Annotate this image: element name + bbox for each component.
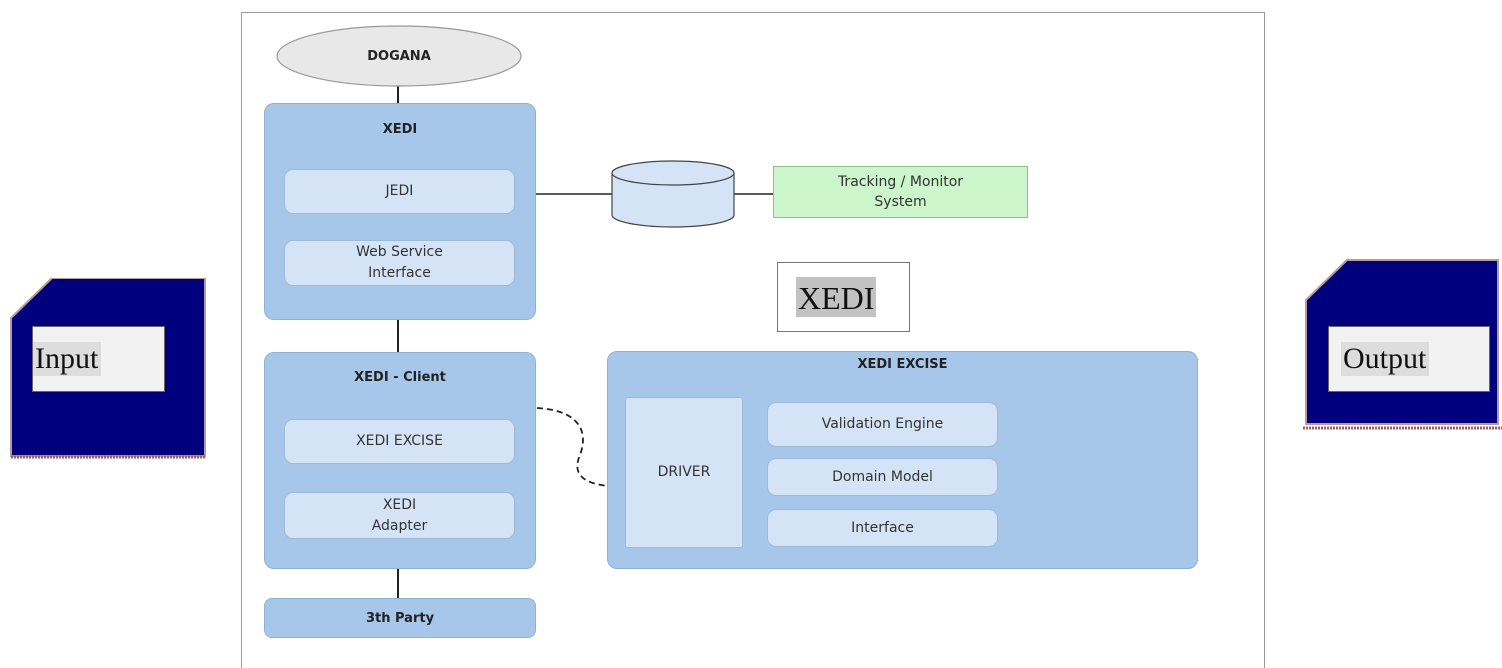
xedi-adapter-box: XEDI Adapter bbox=[284, 492, 515, 539]
xedi-excise-module-title: XEDI EXCISE bbox=[857, 356, 948, 372]
xedi-adapter-line-2: Adapter bbox=[371, 517, 428, 534]
xedi-client-title: XEDI - Client bbox=[354, 369, 446, 385]
input-card: Input bbox=[8, 278, 206, 459]
dogana-label: DOGANA bbox=[367, 48, 431, 64]
tracking-monitor-box: Tracking / Monitor System bbox=[773, 166, 1028, 218]
xedi-adapter-line-1: XEDI bbox=[382, 496, 417, 513]
database-cylinder-1 bbox=[611, 160, 735, 228]
output-label: Output bbox=[1328, 326, 1490, 392]
driver-box: DRIVER bbox=[625, 397, 743, 548]
web-service-line-1: Web Service bbox=[356, 244, 443, 260]
web-service-box: Web Service Interface bbox=[284, 240, 515, 286]
input-label: Input bbox=[32, 326, 165, 392]
web-service-line-2: Interface bbox=[368, 265, 431, 281]
tracking-line-1: Tracking / Monitor bbox=[837, 174, 964, 190]
xedi-excise-item-box: XEDI EXCISE bbox=[284, 419, 515, 464]
third-party-box: 3th Party bbox=[264, 598, 536, 638]
interface-box: Interface bbox=[767, 509, 998, 547]
dogana-ellipse bbox=[276, 25, 522, 87]
validation-engine-box: Validation Engine bbox=[767, 402, 998, 447]
jedi-box: JEDI bbox=[284, 169, 515, 214]
domain-model-box: Domain Model bbox=[767, 458, 998, 496]
dashed-client-excise bbox=[536, 407, 609, 487]
xedi-caption-box: XEDI bbox=[777, 262, 910, 332]
xedi-caption: XEDI bbox=[796, 277, 877, 317]
xedi-module-title: XEDI bbox=[382, 121, 418, 137]
output-card: Output bbox=[1303, 258, 1502, 438]
tracking-line-2: System bbox=[874, 194, 927, 210]
